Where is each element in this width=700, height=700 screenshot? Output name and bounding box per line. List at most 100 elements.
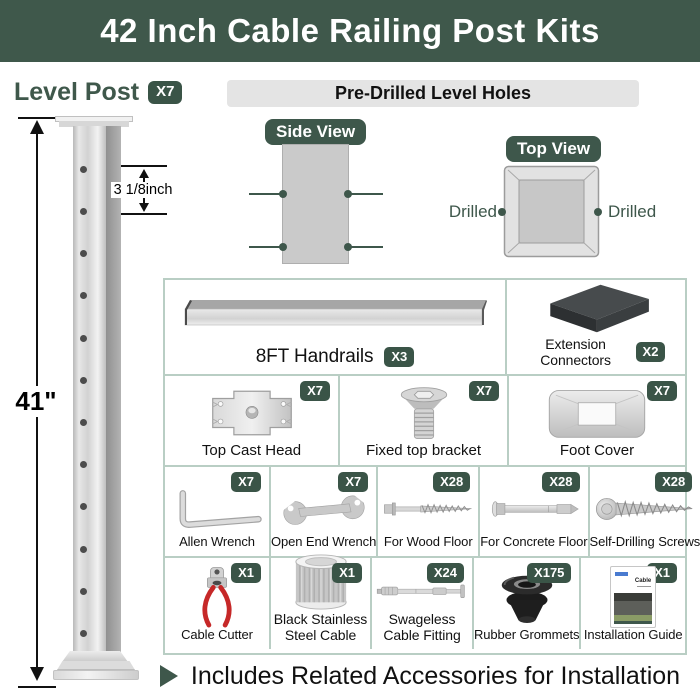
part-cell-installation-guide: X1 Cable Installation Guide	[579, 558, 685, 649]
parts-grid: 8FT Handrails X3 Extension Connectors X2	[163, 278, 700, 655]
top-view-badge: Top View	[506, 136, 602, 162]
side-view-post-section	[282, 144, 349, 264]
part-cell-steel-cable: X1 Black Stainless Steel Cable	[269, 554, 370, 649]
part-label: Installation Guide	[583, 627, 683, 643]
handrail-icon	[184, 300, 487, 326]
quantity-badge: X7	[231, 472, 261, 493]
post-base-plate	[57, 661, 135, 670]
quantity-badge: X1	[332, 563, 362, 584]
foot-cover-icon	[548, 389, 646, 438]
hole-dot	[498, 208, 506, 216]
guide-cover-title: Cable	[634, 578, 652, 585]
part-label: Extension Connectors	[540, 335, 611, 368]
dim-cap-top	[18, 117, 56, 119]
hole-dot	[279, 190, 287, 198]
cable-cutter-icon	[202, 567, 232, 628]
quantity-badge: X7	[300, 381, 330, 402]
predrilled-holes-title: Pre-Drilled Level Holes	[227, 80, 639, 107]
spacing-cap-bottom	[121, 213, 167, 215]
part-cell-foot-cover: X7 Foot Cover	[507, 376, 685, 465]
part-cell-concrete-floor-anchors: X28 For Concrete Floor	[478, 467, 588, 556]
part-cell-open-end-wrench: X7 Open End Wrench	[269, 467, 376, 556]
quantity-badge: X24	[426, 563, 464, 584]
part-cell-rubber-grommets: X175 Rubber Grommets	[472, 558, 580, 649]
post-height-dim: 41"	[12, 386, 60, 417]
post-top-plate-edge	[59, 121, 129, 127]
quantity-badge: X2	[635, 341, 666, 363]
guide-logo-mark	[615, 572, 629, 577]
part-label: Rubber Grommets	[474, 627, 580, 643]
quantity-badge: X175	[527, 563, 572, 584]
quantity-badge: X28	[433, 472, 471, 493]
part-label: Fixed top bracket	[365, 441, 482, 459]
post-hole	[80, 335, 87, 342]
extension-connector-icon	[550, 284, 649, 333]
footer-note: Includes Related Accessories for Install…	[150, 656, 690, 696]
part-label: For Concrete Floor	[480, 534, 588, 550]
part-label: Top Cast Head	[201, 441, 302, 459]
part-cell-top-cast-head: X7 Top Cast Head	[165, 376, 338, 465]
spacing-arrow-down	[139, 203, 149, 212]
post-hole	[80, 461, 87, 468]
cable-line	[351, 246, 383, 248]
self-drilling-screw-icon	[595, 498, 693, 520]
installation-guide-icon: Cable	[610, 566, 657, 629]
part-label: Cable Cutter	[181, 627, 253, 643]
cable-line	[249, 246, 281, 248]
post-hole	[80, 377, 87, 384]
wood-screw-icon	[384, 502, 472, 516]
level-post-quantity-badge: X7	[148, 81, 183, 104]
quantity-badge: X7	[338, 472, 369, 493]
hole-dot	[594, 208, 602, 216]
part-cell-cable-cutter: X1 Cable Cutter	[165, 558, 269, 649]
quantity-badge: X7	[469, 381, 499, 402]
post-hole	[80, 292, 87, 299]
side-view-badge: Side View	[265, 119, 367, 145]
dim-cap-bottom	[18, 686, 56, 688]
grid-row-1: 8FT Handrails X3 Extension Connectors X2	[165, 280, 685, 374]
hole-dot	[344, 243, 352, 251]
dim-arrow-down	[30, 667, 44, 681]
spacing-stem-top	[143, 177, 145, 182]
post-hole	[80, 588, 87, 595]
quantity-badge: X28	[655, 472, 693, 493]
post-hole	[80, 419, 87, 426]
title-banner: 42 Inch Cable Railing Post Kits	[0, 0, 700, 62]
grid-row-3: X7 Allen Wrench X7	[165, 465, 700, 556]
spacing-stem-bottom	[143, 198, 145, 203]
post-side-face	[106, 126, 121, 652]
quantity-badge: X1	[231, 563, 261, 584]
part-label: Black Stainless Steel Cable	[273, 610, 368, 643]
part-cell-swageless-fitting: X24 Swageless Cable Fitting	[370, 558, 472, 649]
post-hole	[80, 250, 87, 257]
top-view-post-section-icon	[503, 165, 600, 258]
part-label: Swageless Cable Fitting	[383, 610, 461, 643]
part-cell-self-drilling-screws: X28 Self-Drilling Screws	[587, 467, 700, 556]
part-label: Self-Drilling Screws	[589, 534, 700, 550]
guide-cover-photo	[614, 593, 653, 622]
spacing-cap-top	[121, 165, 167, 167]
hole-dot	[344, 190, 352, 198]
post-hole	[80, 546, 87, 553]
cable-spool-icon	[294, 554, 347, 610]
countersunk-screw-icon	[400, 387, 447, 439]
footer-text: Includes Related Accessories for Install…	[190, 661, 681, 690]
part-label: 8FT Handrails	[255, 346, 374, 368]
swageless-fitting-icon	[376, 585, 465, 599]
level-post-label: Level Post	[14, 78, 140, 106]
part-label: Open End Wrench	[271, 534, 377, 550]
quantity-badge: X7	[647, 381, 677, 402]
part-cell-fixed-top-bracket: X7 Fixed top bracket	[338, 376, 507, 465]
post-hole	[80, 630, 87, 637]
allen-wrench-icon	[179, 490, 262, 528]
post-base-flare	[62, 651, 128, 662]
cable-line	[249, 193, 281, 195]
play-triangle-icon	[159, 665, 178, 687]
page-title: 42 Inch Cable Railing Post Kits	[100, 12, 600, 49]
hole-dot	[279, 243, 287, 251]
part-cell-extension-connectors: Extension Connectors X2	[505, 280, 685, 374]
concrete-anchor-icon	[491, 501, 579, 517]
hole-spacing-dim: 3 1/8inch	[111, 182, 175, 198]
quantity-badge: X3	[384, 346, 415, 368]
